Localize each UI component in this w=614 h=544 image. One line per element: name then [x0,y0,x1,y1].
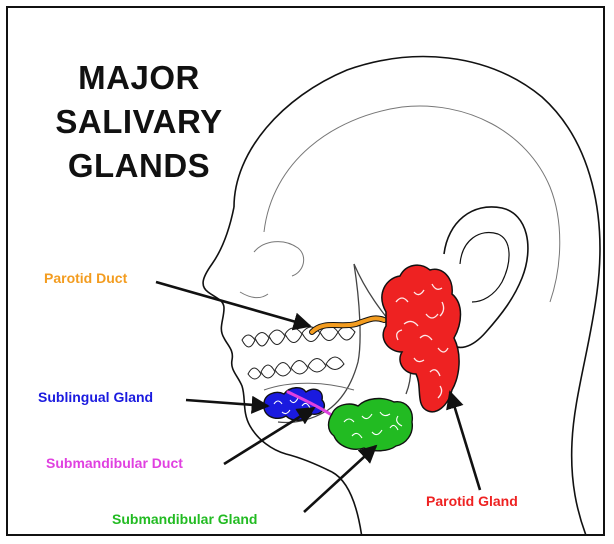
ear-inner [460,232,509,302]
label-submandibular-gland: Submandibular Gland [112,511,257,527]
parotid-gland [382,265,461,412]
label-submandibular-duct: Submandibular Duct [46,455,183,471]
orbit-outline [254,242,304,276]
diagram-frame: MAJOR SALIVARY GLANDS Parotid Duct Subli… [6,6,605,536]
label-parotid-gland: Parotid Gland [426,493,518,509]
arrow-sublingual-gland [186,400,268,406]
nasal-outline [240,292,268,298]
lower-teeth [248,357,344,379]
label-sublingual-gland: Sublingual Gland [38,389,153,405]
label-parotid-duct: Parotid Duct [44,270,127,286]
title-line-3: GLANDS [44,144,234,188]
title-line-1: MAJOR [44,56,234,100]
diagram-title: MAJOR SALIVARY GLANDS [44,56,234,188]
upper-teeth [242,326,355,347]
title-line-2: SALIVARY [44,100,234,144]
arrow-submandibular-gland [304,446,376,512]
tongue-outline [264,383,354,390]
arrow-parotid-duct [156,282,310,326]
arrow-parotid-gland [450,392,480,490]
